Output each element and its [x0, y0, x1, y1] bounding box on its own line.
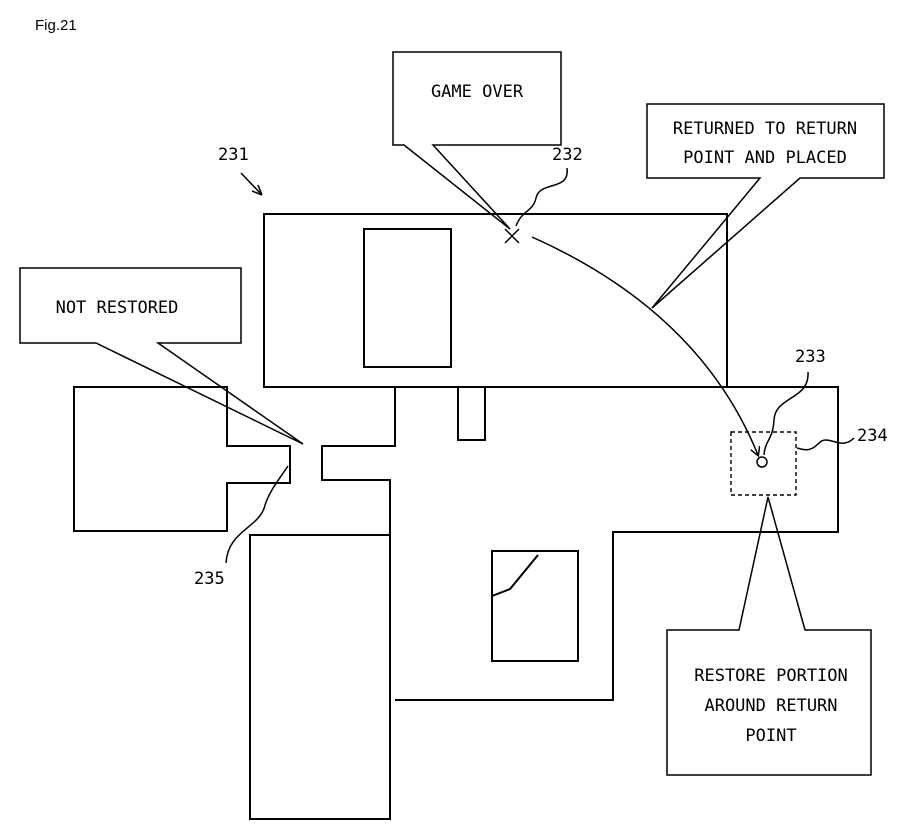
- return-trajectory: [532, 237, 758, 455]
- callout-returned-line1: RETURNED TO RETURN: [673, 119, 857, 139]
- callout-game-over-box: [393, 52, 561, 229]
- callout-not-restored-box: [20, 268, 303, 444]
- callout-not-restored-text: NOT RESTORED: [56, 298, 179, 318]
- ref-231: 231: [218, 145, 249, 165]
- ref-235: 235: [194, 569, 225, 589]
- ref-234-leader: [797, 438, 854, 450]
- callout-restore-line1: RESTORE PORTION: [694, 666, 848, 686]
- ref-233-leader: [764, 372, 808, 455]
- inner-window-diagonal: [492, 555, 538, 596]
- main-floor-left-wall: [322, 387, 395, 535]
- inner-window: [492, 551, 578, 661]
- ref-232-leader: [516, 168, 567, 226]
- callout-restore-line2: AROUND RETURN: [704, 696, 837, 716]
- callout-game-over-text: GAME OVER: [431, 82, 524, 102]
- figure-label: Fig.21: [35, 17, 77, 34]
- callout-returned-line2: POINT AND PLACED: [683, 148, 847, 168]
- lower-block: [250, 535, 390, 819]
- ref-232: 232: [552, 145, 583, 165]
- left-room: [74, 387, 290, 531]
- top-room-window: [364, 229, 451, 367]
- callout-restore-line3: POINT: [745, 726, 796, 746]
- return-point-marker: [757, 457, 767, 467]
- ref-234: 234: [857, 426, 888, 446]
- ref-235-leader: [226, 466, 288, 563]
- ref-233: 233: [795, 347, 826, 367]
- ref-231-arrow: [241, 173, 262, 195]
- game-over-marker: [505, 229, 519, 243]
- restore-area: [731, 432, 796, 495]
- pillar: [458, 387, 485, 440]
